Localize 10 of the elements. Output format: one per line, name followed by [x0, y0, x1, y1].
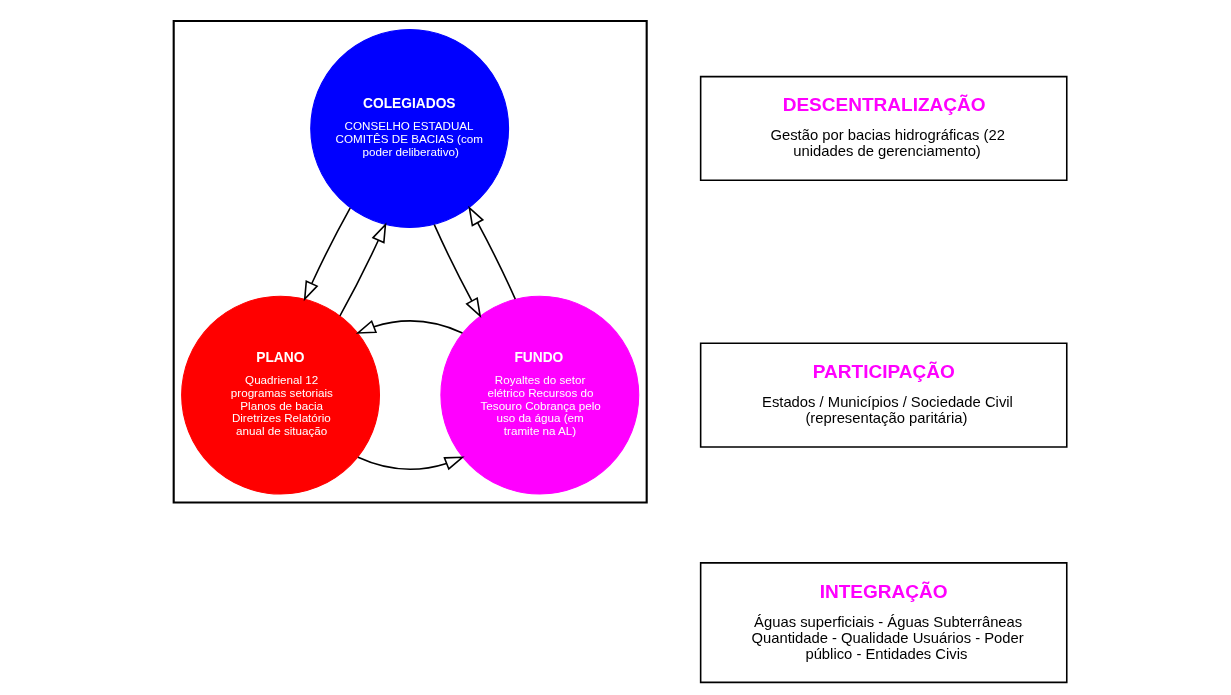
arrow [303, 207, 351, 302]
arrow [433, 223, 481, 318]
arrow [356, 456, 465, 471]
arrow [355, 319, 463, 334]
arrow [467, 205, 516, 300]
cluster [172, 20, 648, 504]
node-box: INTEGRAÇÃO Águas superficiais - Águas Subterrâneas Quantidade - Qualidade Usuários - Poder público - Entidades Civis [699, 562, 1068, 684]
node-box: DESCENTRALIZAÇÃO Gestão por bacias hidrográficas (22 unidades de gerenciamento) [699, 75, 1068, 182]
node-box: PARTICIPAÇÃO Estados / Municípios / Sociedade Civil (representação paritária) [699, 342, 1068, 448]
arrow [338, 222, 386, 317]
